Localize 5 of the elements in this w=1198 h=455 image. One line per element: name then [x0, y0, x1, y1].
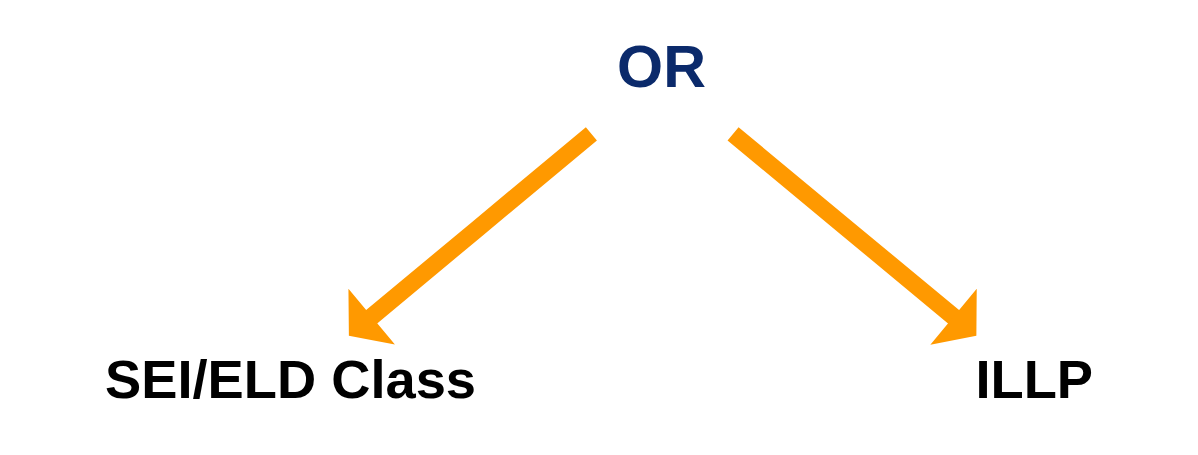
- node-text: OR: [616, 32, 706, 100]
- arrow: [727, 126, 977, 345]
- arrow: [347, 126, 597, 345]
- node-text: SEI/ELD Class: [104, 348, 476, 410]
- node-text: ILLP: [975, 348, 1093, 410]
